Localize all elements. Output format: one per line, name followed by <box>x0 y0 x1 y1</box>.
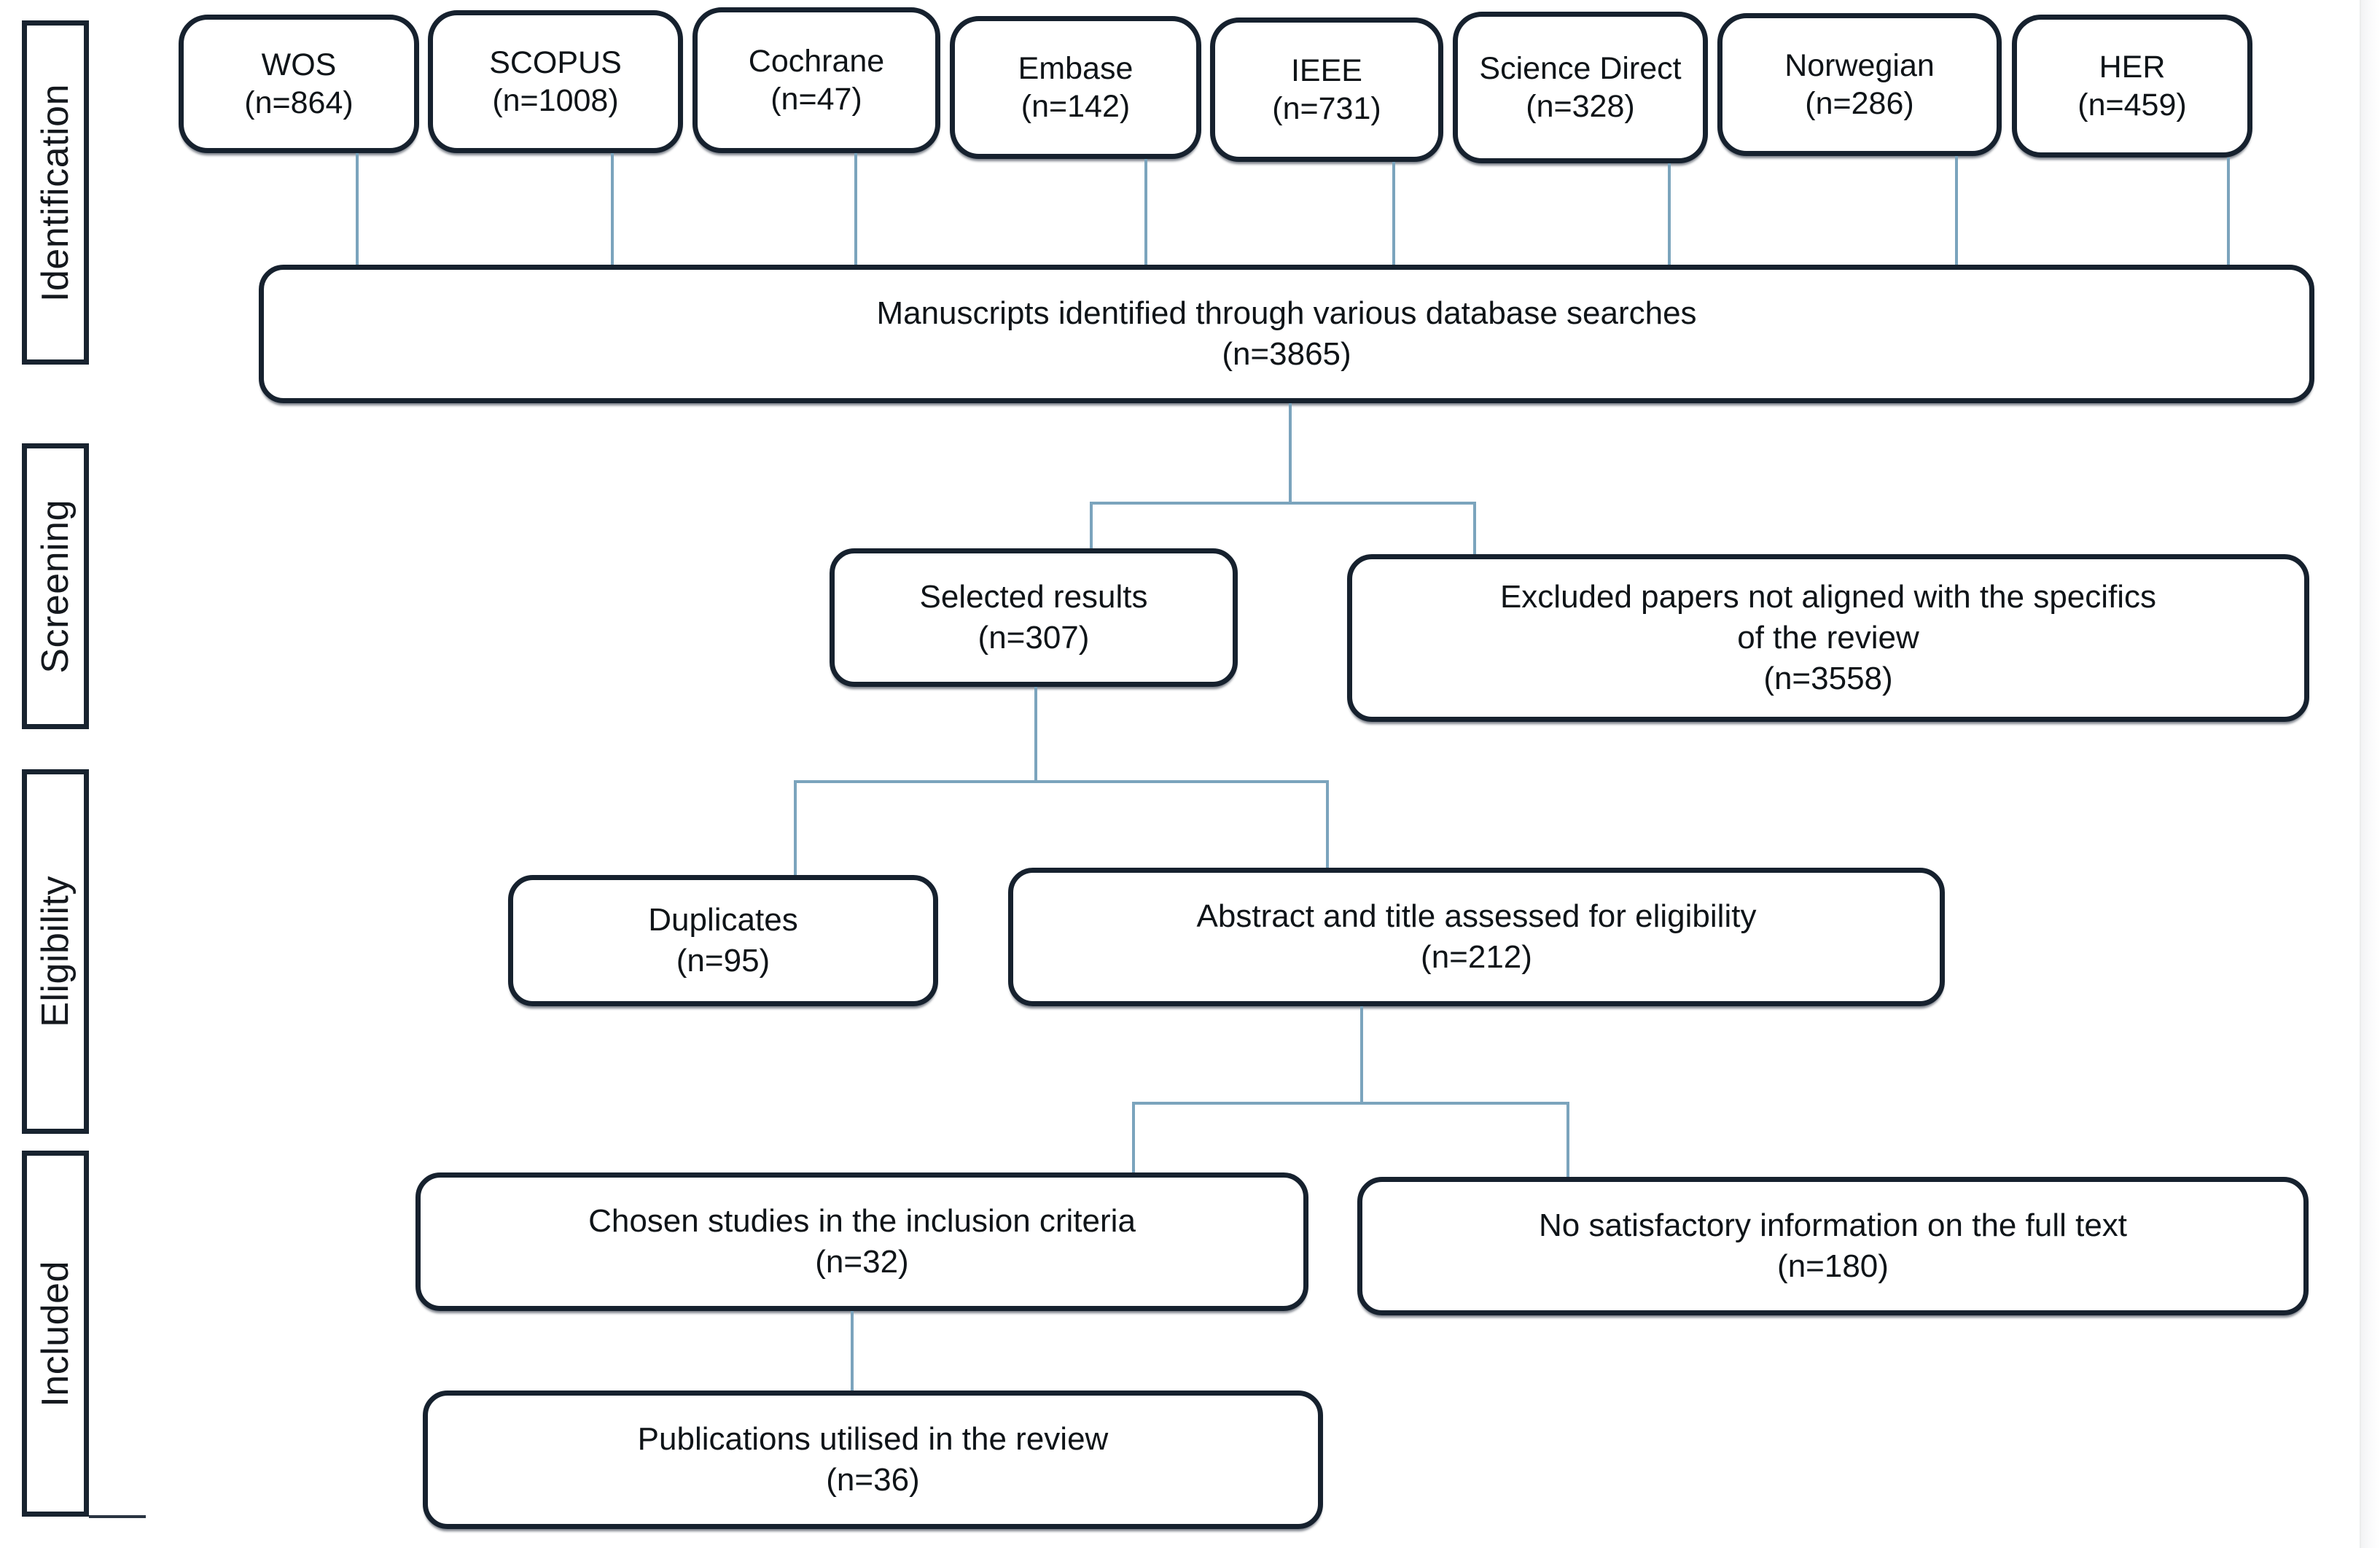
database-count-cochrane: (n=47) <box>770 82 862 117</box>
connector-scopus-down <box>611 153 614 266</box>
database-box-wos: WOS (n=864) <box>179 15 419 153</box>
page-edge-line <box>2360 0 2361 1548</box>
database-count-science-direct: (n=328) <box>1526 89 1635 124</box>
no-info-count: (n=180) <box>1777 1248 1889 1284</box>
database-count-ieee: (n=731) <box>1272 91 1381 126</box>
publications-count: (n=36) <box>826 1462 920 1498</box>
database-name-norwegian: Norwegian <box>1784 47 1935 83</box>
database-name-science-direct: Science Direct <box>1479 50 1682 86</box>
stage-eligibility-label: Eligibility <box>34 876 77 1027</box>
database-box-embase: Embase (n=142) <box>950 16 1201 159</box>
connector-norwegian-down <box>1955 156 1958 266</box>
database-box-her: HER (n=459) <box>2012 15 2252 157</box>
database-count-norwegian: (n=286) <box>1805 86 1914 121</box>
connector-to-chosen-studies <box>1132 1102 1135 1178</box>
database-name-wos: WOS <box>261 47 337 82</box>
chosen-studies-count: (n=32) <box>815 1244 909 1280</box>
connector-to-excluded-papers <box>1473 502 1476 564</box>
node-duplicates: Duplicates (n=95) <box>508 875 938 1006</box>
excluded-papers-line2: of the review <box>1737 619 1919 656</box>
database-box-ieee: IEEE (n=731) <box>1210 17 1443 162</box>
connector-included-bar <box>1132 1102 1569 1105</box>
excluded-papers-count: (n=3558) <box>1763 661 1893 697</box>
connector-to-selected-results <box>1090 502 1093 556</box>
connector-wos-down <box>356 153 359 266</box>
connector-to-duplicates <box>794 780 797 879</box>
connector-to-abstract-title <box>1326 780 1329 875</box>
manuscripts-identified-count: (n=3865) <box>1222 336 1351 372</box>
abstract-title-count: (n=212) <box>1421 939 1532 975</box>
database-count-scopus: (n=1008) <box>492 83 619 118</box>
connector-selected-results-stem <box>1034 687 1037 782</box>
database-count-embase: (n=142) <box>1021 89 1131 124</box>
database-box-norwegian: Norwegian (n=286) <box>1717 13 2002 156</box>
node-no-satisfactory-information: No satisfactory information on the full … <box>1357 1177 2309 1315</box>
database-name-cochrane: Cochrane <box>748 43 885 79</box>
page-scroll-gutter[interactable] <box>2361 0 2380 1548</box>
database-box-science-direct: Science Direct (n=328) <box>1453 12 1708 163</box>
stage-eligibility: Eligibility <box>22 769 89 1134</box>
stage-identification-label: Identification <box>34 83 77 302</box>
stage-included: Included <box>22 1151 89 1517</box>
no-info-line1: No satisfactory information on the full … <box>1538 1207 2128 1243</box>
database-box-scopus: SCOPUS (n=1008) <box>428 10 683 153</box>
connector-identified-stem <box>1289 403 1292 503</box>
duplicates-count: (n=95) <box>676 943 770 979</box>
publications-line1: Publications utilised in the review <box>637 1420 1109 1457</box>
database-name-scopus: SCOPUS <box>489 44 622 80</box>
stage-identification: Identification <box>22 20 89 365</box>
duplicates-line1: Duplicates <box>648 901 798 938</box>
stage-screening-label: Screening <box>34 499 77 674</box>
database-count-wos: (n=864) <box>244 85 354 120</box>
node-chosen-studies: Chosen studies in the inclusion criteria… <box>415 1172 1308 1311</box>
node-abstract-title-assessed: Abstract and title assessed for eligibil… <box>1008 868 1945 1006</box>
connector-to-no-info <box>1566 1102 1569 1182</box>
chosen-studies-line1: Chosen studies in the inclusion criteria <box>588 1202 1136 1239</box>
connector-ieee-down <box>1392 162 1395 266</box>
node-excluded-papers: Excluded papers not aligned with the spe… <box>1347 554 2309 722</box>
manuscripts-identified-line1: Manuscripts identified through various d… <box>876 295 1697 331</box>
connector-science-direct-down <box>1668 163 1671 266</box>
connector-eligibility-bar <box>794 780 1329 783</box>
abstract-title-line1: Abstract and title assessed for eligibil… <box>1196 898 1757 934</box>
connector-abstract-title-stem <box>1360 1006 1363 1103</box>
connector-chosen-to-publications <box>851 1311 854 1395</box>
excluded-papers-line1: Excluded papers not aligned with the spe… <box>1499 578 2157 615</box>
database-name-embase: Embase <box>1018 50 1134 86</box>
connector-screening-bar <box>1090 502 1476 505</box>
node-selected-results: Selected results (n=307) <box>830 548 1238 687</box>
selected-results-count: (n=307) <box>978 620 1090 656</box>
connector-cochrane-down <box>854 153 857 266</box>
connector-embase-down <box>1144 159 1147 266</box>
connector-her-down <box>2227 157 2230 266</box>
node-manuscripts-identified: Manuscripts identified through various d… <box>259 265 2314 403</box>
database-count-her: (n=459) <box>2077 87 2187 122</box>
database-name-ieee: IEEE <box>1290 52 1362 88</box>
database-name-her: HER <box>2099 49 2166 85</box>
stage-screening: Screening <box>22 443 89 729</box>
selected-results-line1: Selected results <box>919 578 1148 615</box>
node-publications-utilised: Publications utilised in the review (n=3… <box>423 1391 1323 1529</box>
database-box-cochrane: Cochrane (n=47) <box>692 7 940 153</box>
rail-tail-line <box>89 1515 146 1518</box>
stage-included-label: Included <box>34 1260 77 1407</box>
